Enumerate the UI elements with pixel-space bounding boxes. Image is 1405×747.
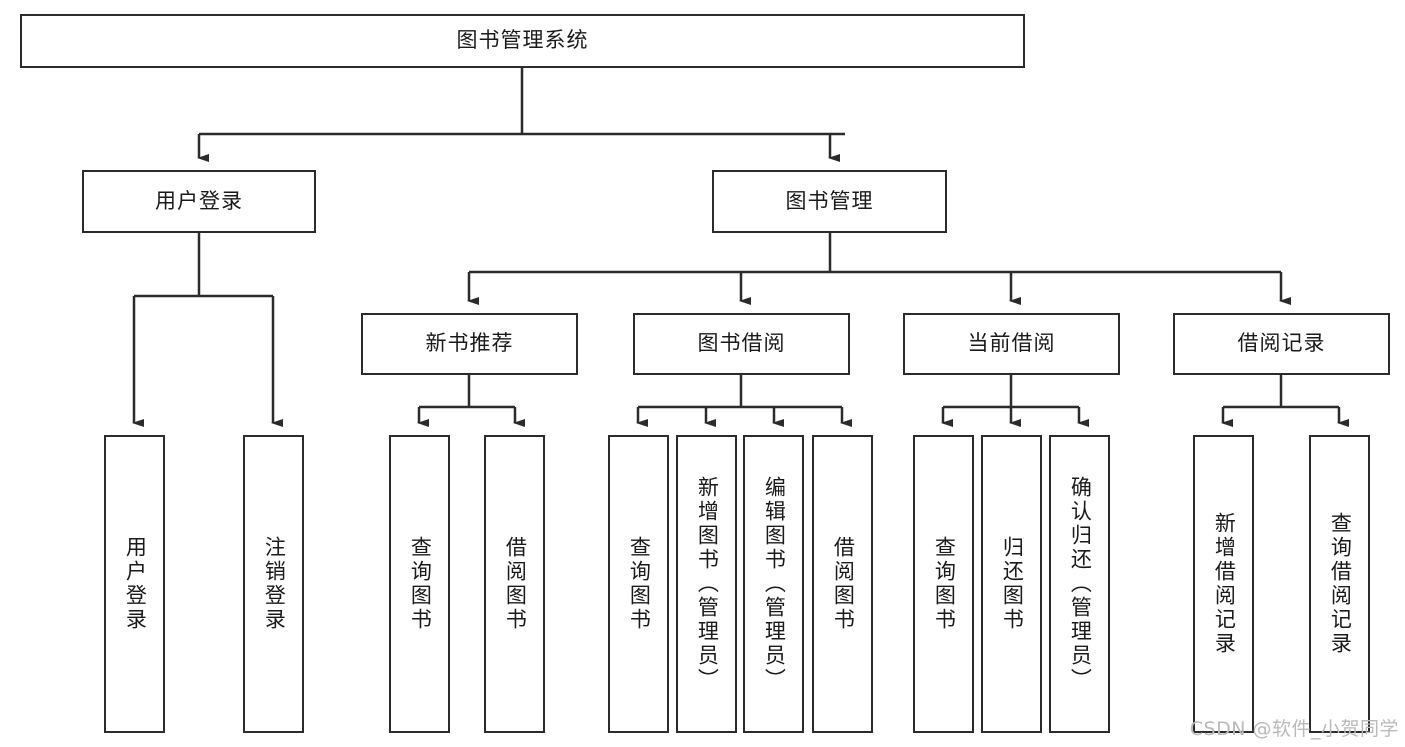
node-user-login[interactable]: 用户登录	[82, 170, 316, 233]
leaf-new-book-query-book[interactable]: 查询图书	[389, 435, 450, 733]
leaf-current-query-book[interactable]: 查询图书	[913, 435, 974, 733]
leaf-borrow-edit-book-admin[interactable]: 编辑图书（管理员）	[743, 435, 804, 733]
leaf-borrow-add-book-admin[interactable]: 新增图书（管理员）	[676, 435, 737, 733]
node-borrow-records[interactable]: 借阅记录	[1173, 313, 1390, 375]
leaf-current-return-book[interactable]: 归还图书	[981, 435, 1042, 733]
node-root-system[interactable]: 图书管理系统	[20, 14, 1025, 68]
node-label: 查询图书	[627, 536, 652, 632]
node-label: 用户登录	[155, 188, 243, 213]
leaf-borrow-lend-book[interactable]: 借阅图书	[812, 435, 873, 733]
node-label: 确认归还（管理员）	[1068, 476, 1093, 692]
node-label: 新书推荐	[425, 331, 514, 356]
node-label: 查询借阅记录	[1328, 512, 1353, 656]
watermark-text: CSDN @软件_小贺同学	[1189, 718, 1399, 740]
node-label: 用户登录	[123, 536, 148, 632]
leaf-records-query-record[interactable]: 查询借阅记录	[1309, 435, 1370, 733]
node-label: 查询图书	[932, 536, 957, 632]
node-label: 图书管理系统	[456, 28, 589, 53]
leaf-records-add-record[interactable]: 新增借阅记录	[1193, 435, 1254, 733]
node-label: 借阅图书	[831, 536, 856, 632]
node-label: 图书借阅	[697, 331, 786, 356]
leaf-user-login-login[interactable]: 用户登录	[104, 435, 165, 733]
node-label: 注销登录	[262, 536, 287, 632]
leaf-borrow-query-book[interactable]: 查询图书	[608, 435, 669, 733]
node-label: 图书管理	[785, 188, 874, 213]
node-book-management[interactable]: 图书管理	[712, 170, 947, 233]
node-new-book-recommend[interactable]: 新书推荐	[361, 313, 578, 375]
node-label: 新增图书（管理员）	[695, 476, 720, 692]
node-label: 新增借阅记录	[1212, 512, 1237, 656]
node-book-borrow[interactable]: 图书借阅	[633, 313, 850, 375]
leaf-user-login-logout[interactable]: 注销登录	[243, 435, 304, 733]
node-label: 查询图书	[408, 536, 433, 632]
node-label: 归还图书	[1000, 536, 1025, 632]
leaf-current-confirm-return-admin[interactable]: 确认归还（管理员）	[1049, 435, 1110, 733]
node-label: 编辑图书（管理员）	[762, 476, 787, 692]
node-label: 借阅图书	[503, 536, 528, 632]
node-label: 当前借阅	[967, 331, 1056, 356]
leaf-new-book-borrow-book[interactable]: 借阅图书	[484, 435, 545, 733]
node-label: 借阅记录	[1237, 331, 1326, 356]
node-current-borrow[interactable]: 当前借阅	[903, 313, 1120, 375]
